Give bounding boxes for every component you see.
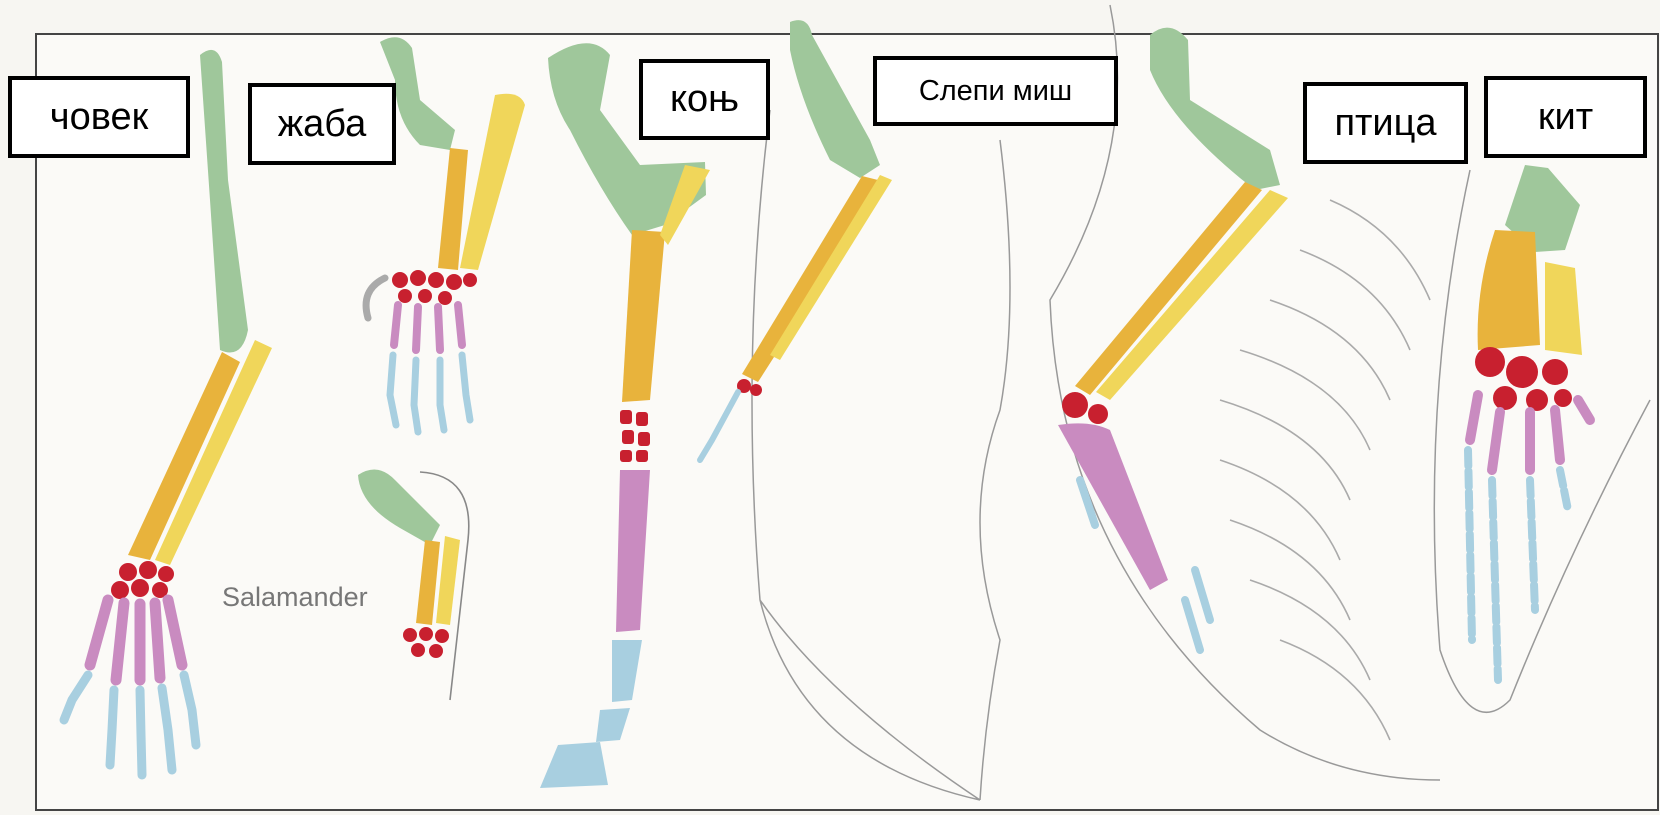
label-whale: кит <box>1484 76 1647 158</box>
label-frog: жаба <box>248 83 396 165</box>
label-human: човек <box>8 76 190 158</box>
label-horse: коњ <box>639 59 770 140</box>
label-bat: Слепи миш <box>873 56 1118 126</box>
label-bird: птица <box>1303 82 1468 164</box>
salamander-caption: Salamander <box>222 582 368 612</box>
